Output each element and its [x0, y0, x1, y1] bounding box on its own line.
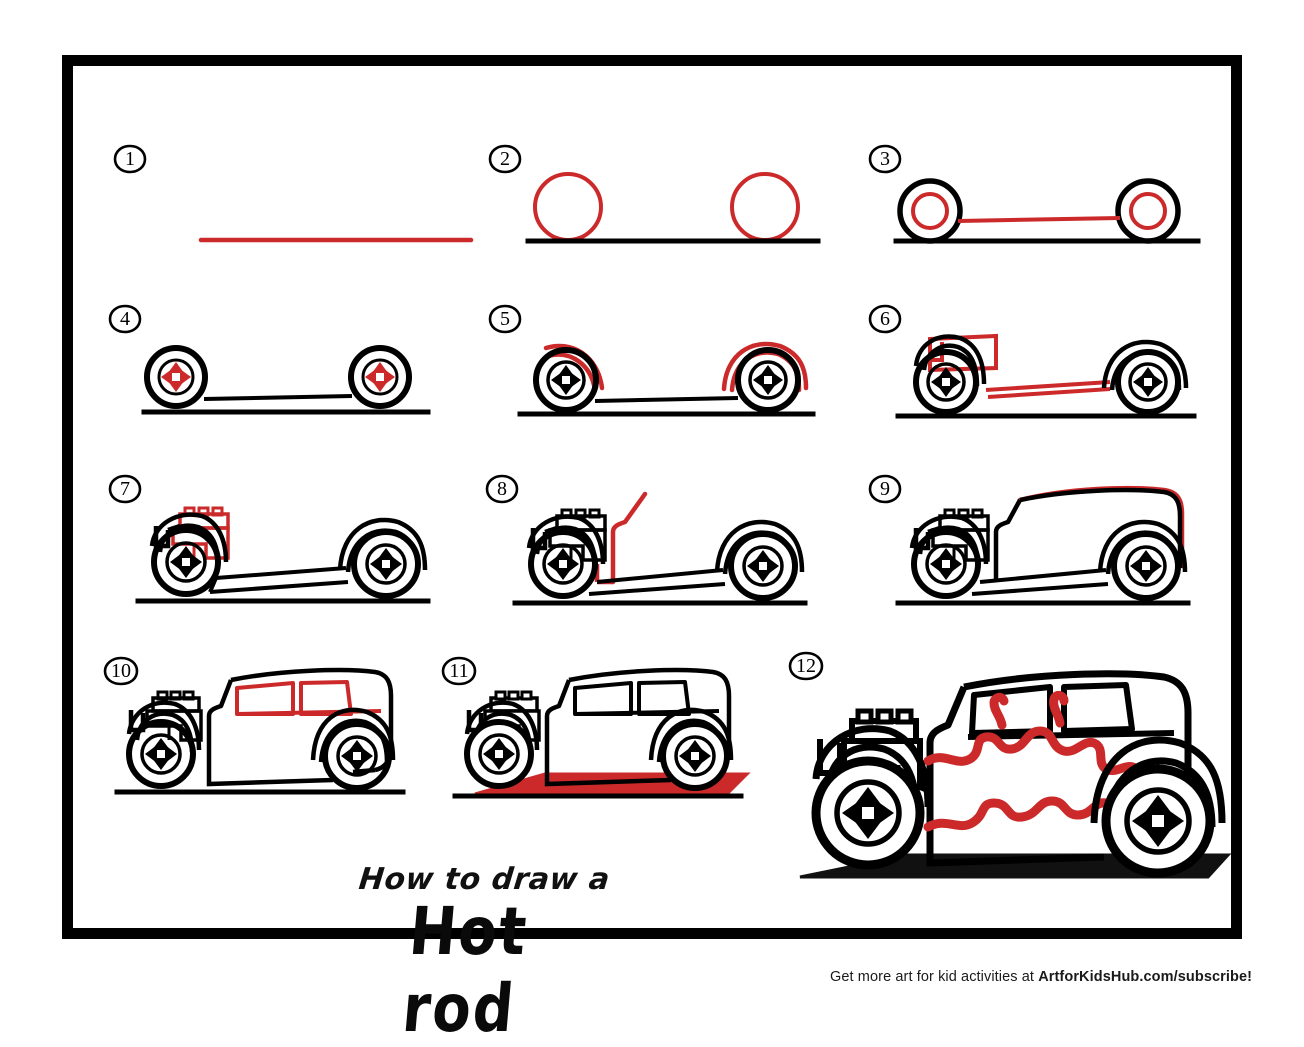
front-wheel — [151, 527, 221, 597]
rear-wheel — [735, 347, 801, 413]
credit-line: Get more art for kid activities at Artfo… — [830, 969, 1252, 985]
step-8-panel: 8 — [485, 474, 835, 624]
step-7-panel: 7 — [108, 474, 458, 624]
front-wheel — [811, 756, 925, 870]
cab-outline-black — [993, 487, 1183, 582]
step-5-number: 5 — [500, 308, 510, 330]
circle-badge-icon — [868, 474, 902, 504]
circle-badge-icon — [868, 304, 902, 334]
step-6-number-badge: 6 — [868, 304, 902, 334]
front-wheel — [126, 719, 196, 789]
step-7-drawing — [135, 506, 431, 604]
step-12-number: 12 — [796, 655, 816, 677]
step-8-number-badge: 8 — [485, 474, 519, 504]
step-10-number-badge: 10 — [103, 656, 139, 686]
step-5-drawing — [517, 341, 816, 417]
step-6-drawing — [895, 333, 1197, 419]
circle-badge-icon — [108, 304, 142, 334]
step-8-drawing — [512, 491, 808, 606]
credit-prefix: Get more art for kid activities at — [830, 969, 1039, 985]
step-7-number-badge: 7 — [108, 474, 142, 504]
step-1-drawing — [198, 237, 474, 243]
step-4-drawing — [141, 345, 431, 415]
step-4-number-badge: 4 — [108, 304, 142, 334]
circle-badge-icon — [441, 656, 477, 686]
step-9-number: 9 — [880, 478, 890, 500]
step-9-panel: 9 — [868, 474, 1218, 624]
step-12-drawing — [799, 670, 1232, 879]
step-2-panel: 2 — [488, 144, 828, 264]
step-6-number: 6 — [880, 308, 890, 330]
step-1-number: 1 — [125, 148, 135, 170]
step-5-number-badge: 5 — [488, 304, 522, 334]
chassis-rail — [971, 568, 1109, 596]
step-12-number-badge: 12 — [788, 651, 824, 681]
step-3-number: 3 — [880, 148, 890, 170]
credit-link[interactable]: ArtforKidsHub.com/subscribe! — [1038, 969, 1253, 985]
step-11-number: 11 — [449, 660, 469, 682]
circle-badge-icon — [108, 474, 142, 504]
title-line-2: Hot rod — [399, 894, 532, 1047]
step-10-number: 10 — [111, 660, 131, 682]
tutorial-title: How to draw a Hot rod — [341, 862, 641, 1047]
circle-badge-icon — [488, 304, 522, 334]
rear-wheel — [1115, 349, 1181, 415]
step-10-panel: 10 — [103, 656, 443, 816]
windshield-pillar-red — [610, 491, 648, 585]
flame-decal-red — [923, 690, 1143, 832]
front-wheel — [913, 349, 979, 415]
step-8-number: 8 — [497, 478, 507, 500]
circle-badge-icon — [113, 144, 147, 174]
step-3-panel: 3 — [868, 144, 1208, 264]
title-line-1: How to draw a — [357, 862, 612, 897]
windows-black — [573, 680, 720, 716]
step-7-number: 7 — [120, 478, 130, 500]
rear-wheel — [660, 721, 730, 791]
step-2-number: 2 — [500, 148, 510, 170]
rear-wheel — [1111, 531, 1181, 601]
step-4-panel: 4 — [108, 304, 448, 434]
step-3-number-badge: 3 — [868, 144, 902, 174]
step-2-number-badge: 2 — [488, 144, 522, 174]
rear-wheel — [322, 721, 392, 791]
step-10-drawing — [114, 667, 406, 795]
step-12-panel: 12 — [788, 651, 1248, 891]
rear-wheel — [1101, 764, 1215, 878]
front-wheel — [528, 529, 598, 599]
step-4-number: 4 — [120, 308, 130, 330]
rear-wheel — [728, 531, 798, 601]
rear-wheel — [351, 529, 421, 599]
front-wheel — [911, 529, 981, 599]
circle-badge-icon — [868, 144, 902, 174]
front-wheel — [533, 347, 599, 413]
step-11-drawing — [452, 667, 751, 799]
circle-badge-icon — [488, 144, 522, 174]
step-1-panel: 1 — [113, 144, 474, 264]
step-11-number-badge: 11 — [441, 656, 477, 686]
circle-badge-icon — [788, 651, 824, 681]
front-wheel — [464, 719, 534, 789]
circle-badge-icon — [103, 656, 139, 686]
step-11-panel: 11 — [441, 656, 781, 816]
chassis-rail — [208, 566, 349, 594]
step-5-panel: 5 — [488, 304, 828, 434]
front-wheel — [144, 345, 208, 409]
worksheet-page: 1 2 — [62, 55, 1252, 1047]
step-6-panel: 6 — [868, 304, 1208, 434]
chassis-rail — [588, 568, 726, 596]
rear-wheel — [348, 345, 412, 409]
page-border-frame: 1 2 — [62, 55, 1252, 1047]
step-9-number-badge: 9 — [868, 474, 902, 504]
step-9-drawing — [895, 485, 1191, 606]
step-2-drawing — [525, 172, 821, 244]
step-1-number-badge: 1 — [113, 144, 147, 174]
step-3-drawing — [893, 178, 1201, 244]
circle-badge-icon — [485, 474, 519, 504]
